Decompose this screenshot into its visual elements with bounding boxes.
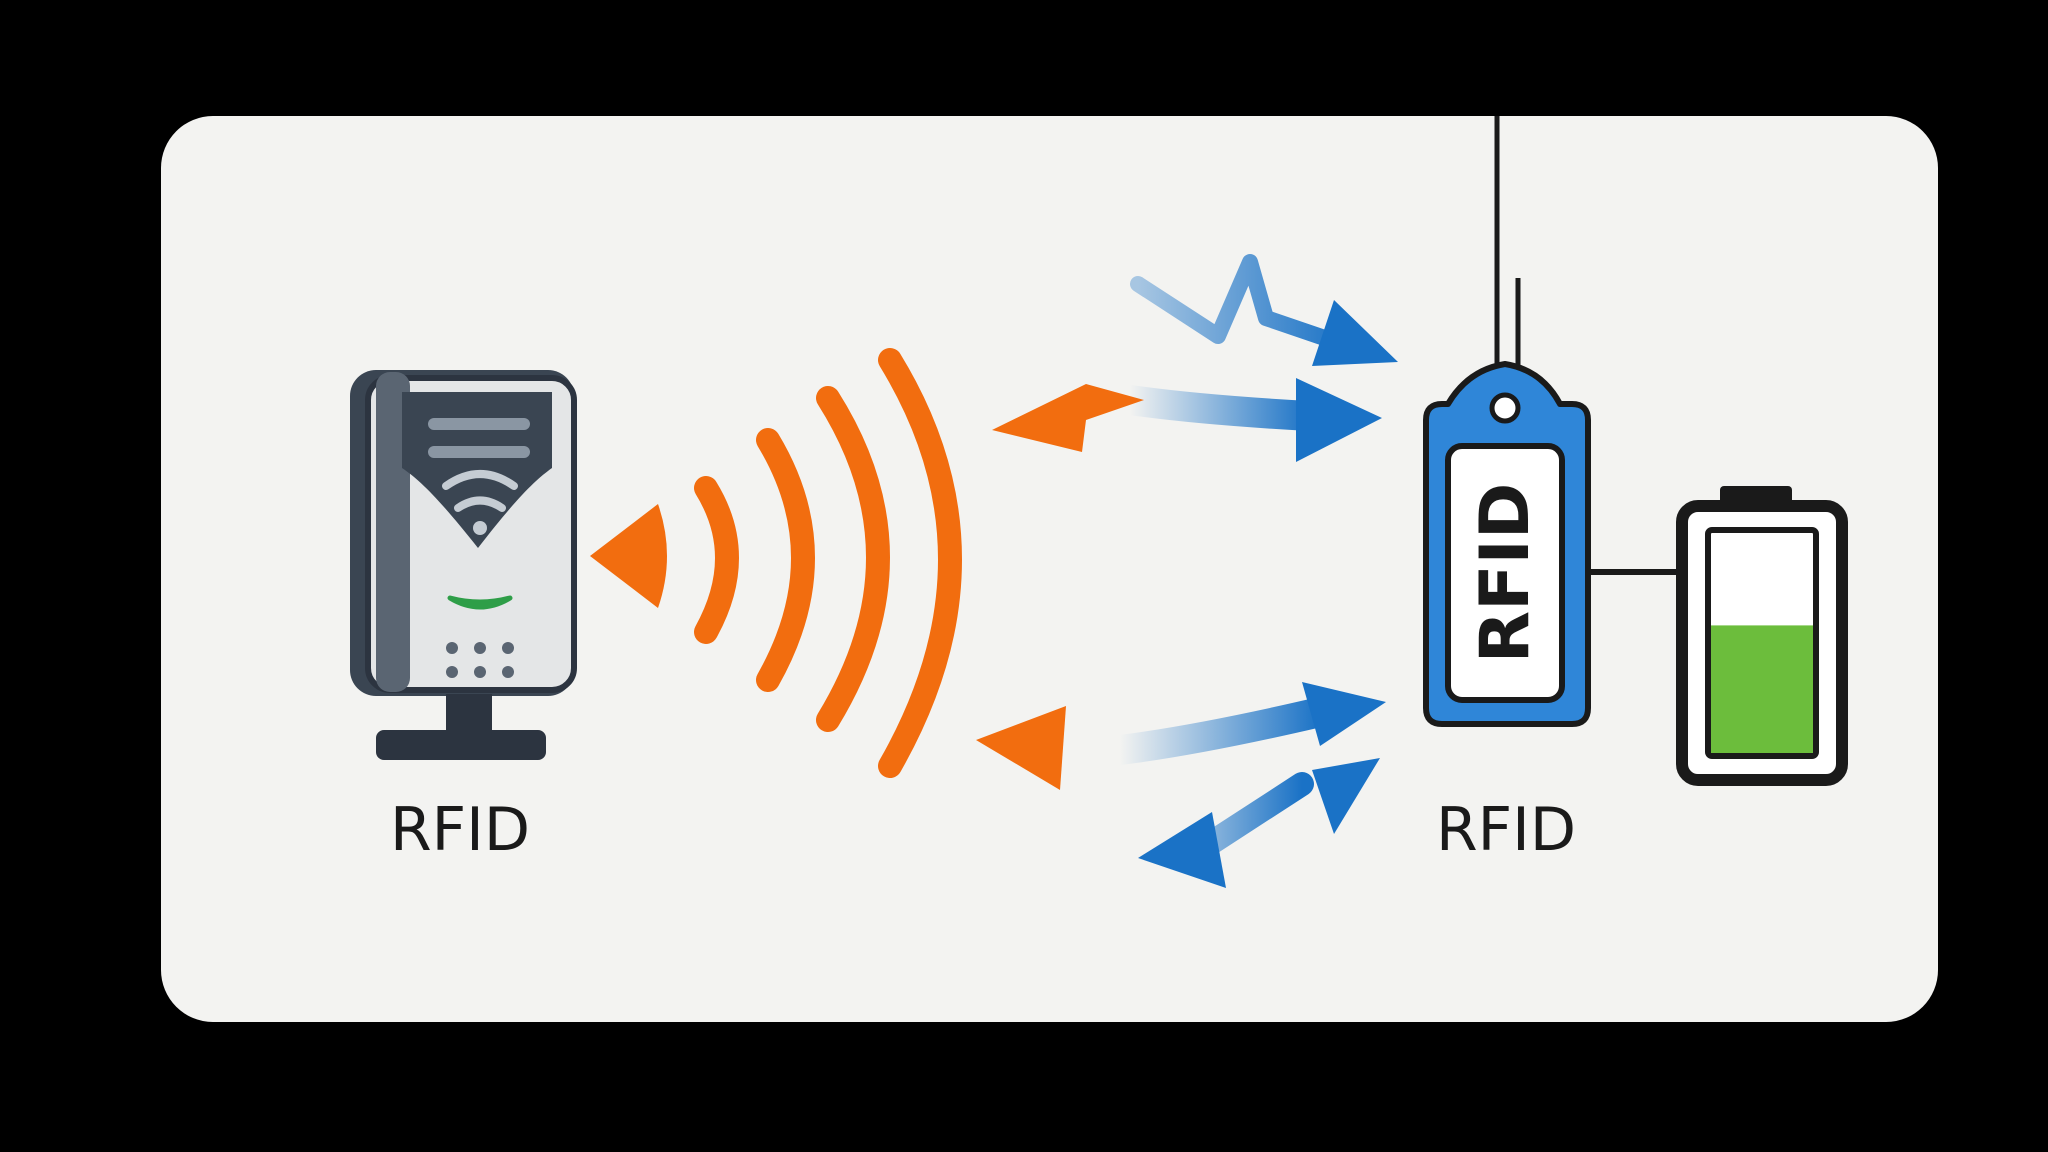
rfid-reader-icon <box>350 370 577 760</box>
tag-string <box>1494 116 1521 390</box>
bidirectional-arrow-icon <box>1138 758 1380 888</box>
rfid-tag-icon: RFID <box>1423 361 1591 727</box>
battery-icon <box>1676 486 1848 786</box>
tag-text: RFID <box>1466 483 1545 664</box>
lower-arrow-icon <box>976 682 1386 790</box>
battery-fill <box>1711 625 1813 753</box>
reader-label: RFID <box>389 795 531 865</box>
upper-arrow-icon <box>992 378 1382 462</box>
radio-wave-icon <box>694 348 962 778</box>
tag-label: RFID <box>1435 795 1577 865</box>
orange-signal-triangle <box>590 504 667 608</box>
zigzag-arrow-icon <box>1130 254 1398 366</box>
